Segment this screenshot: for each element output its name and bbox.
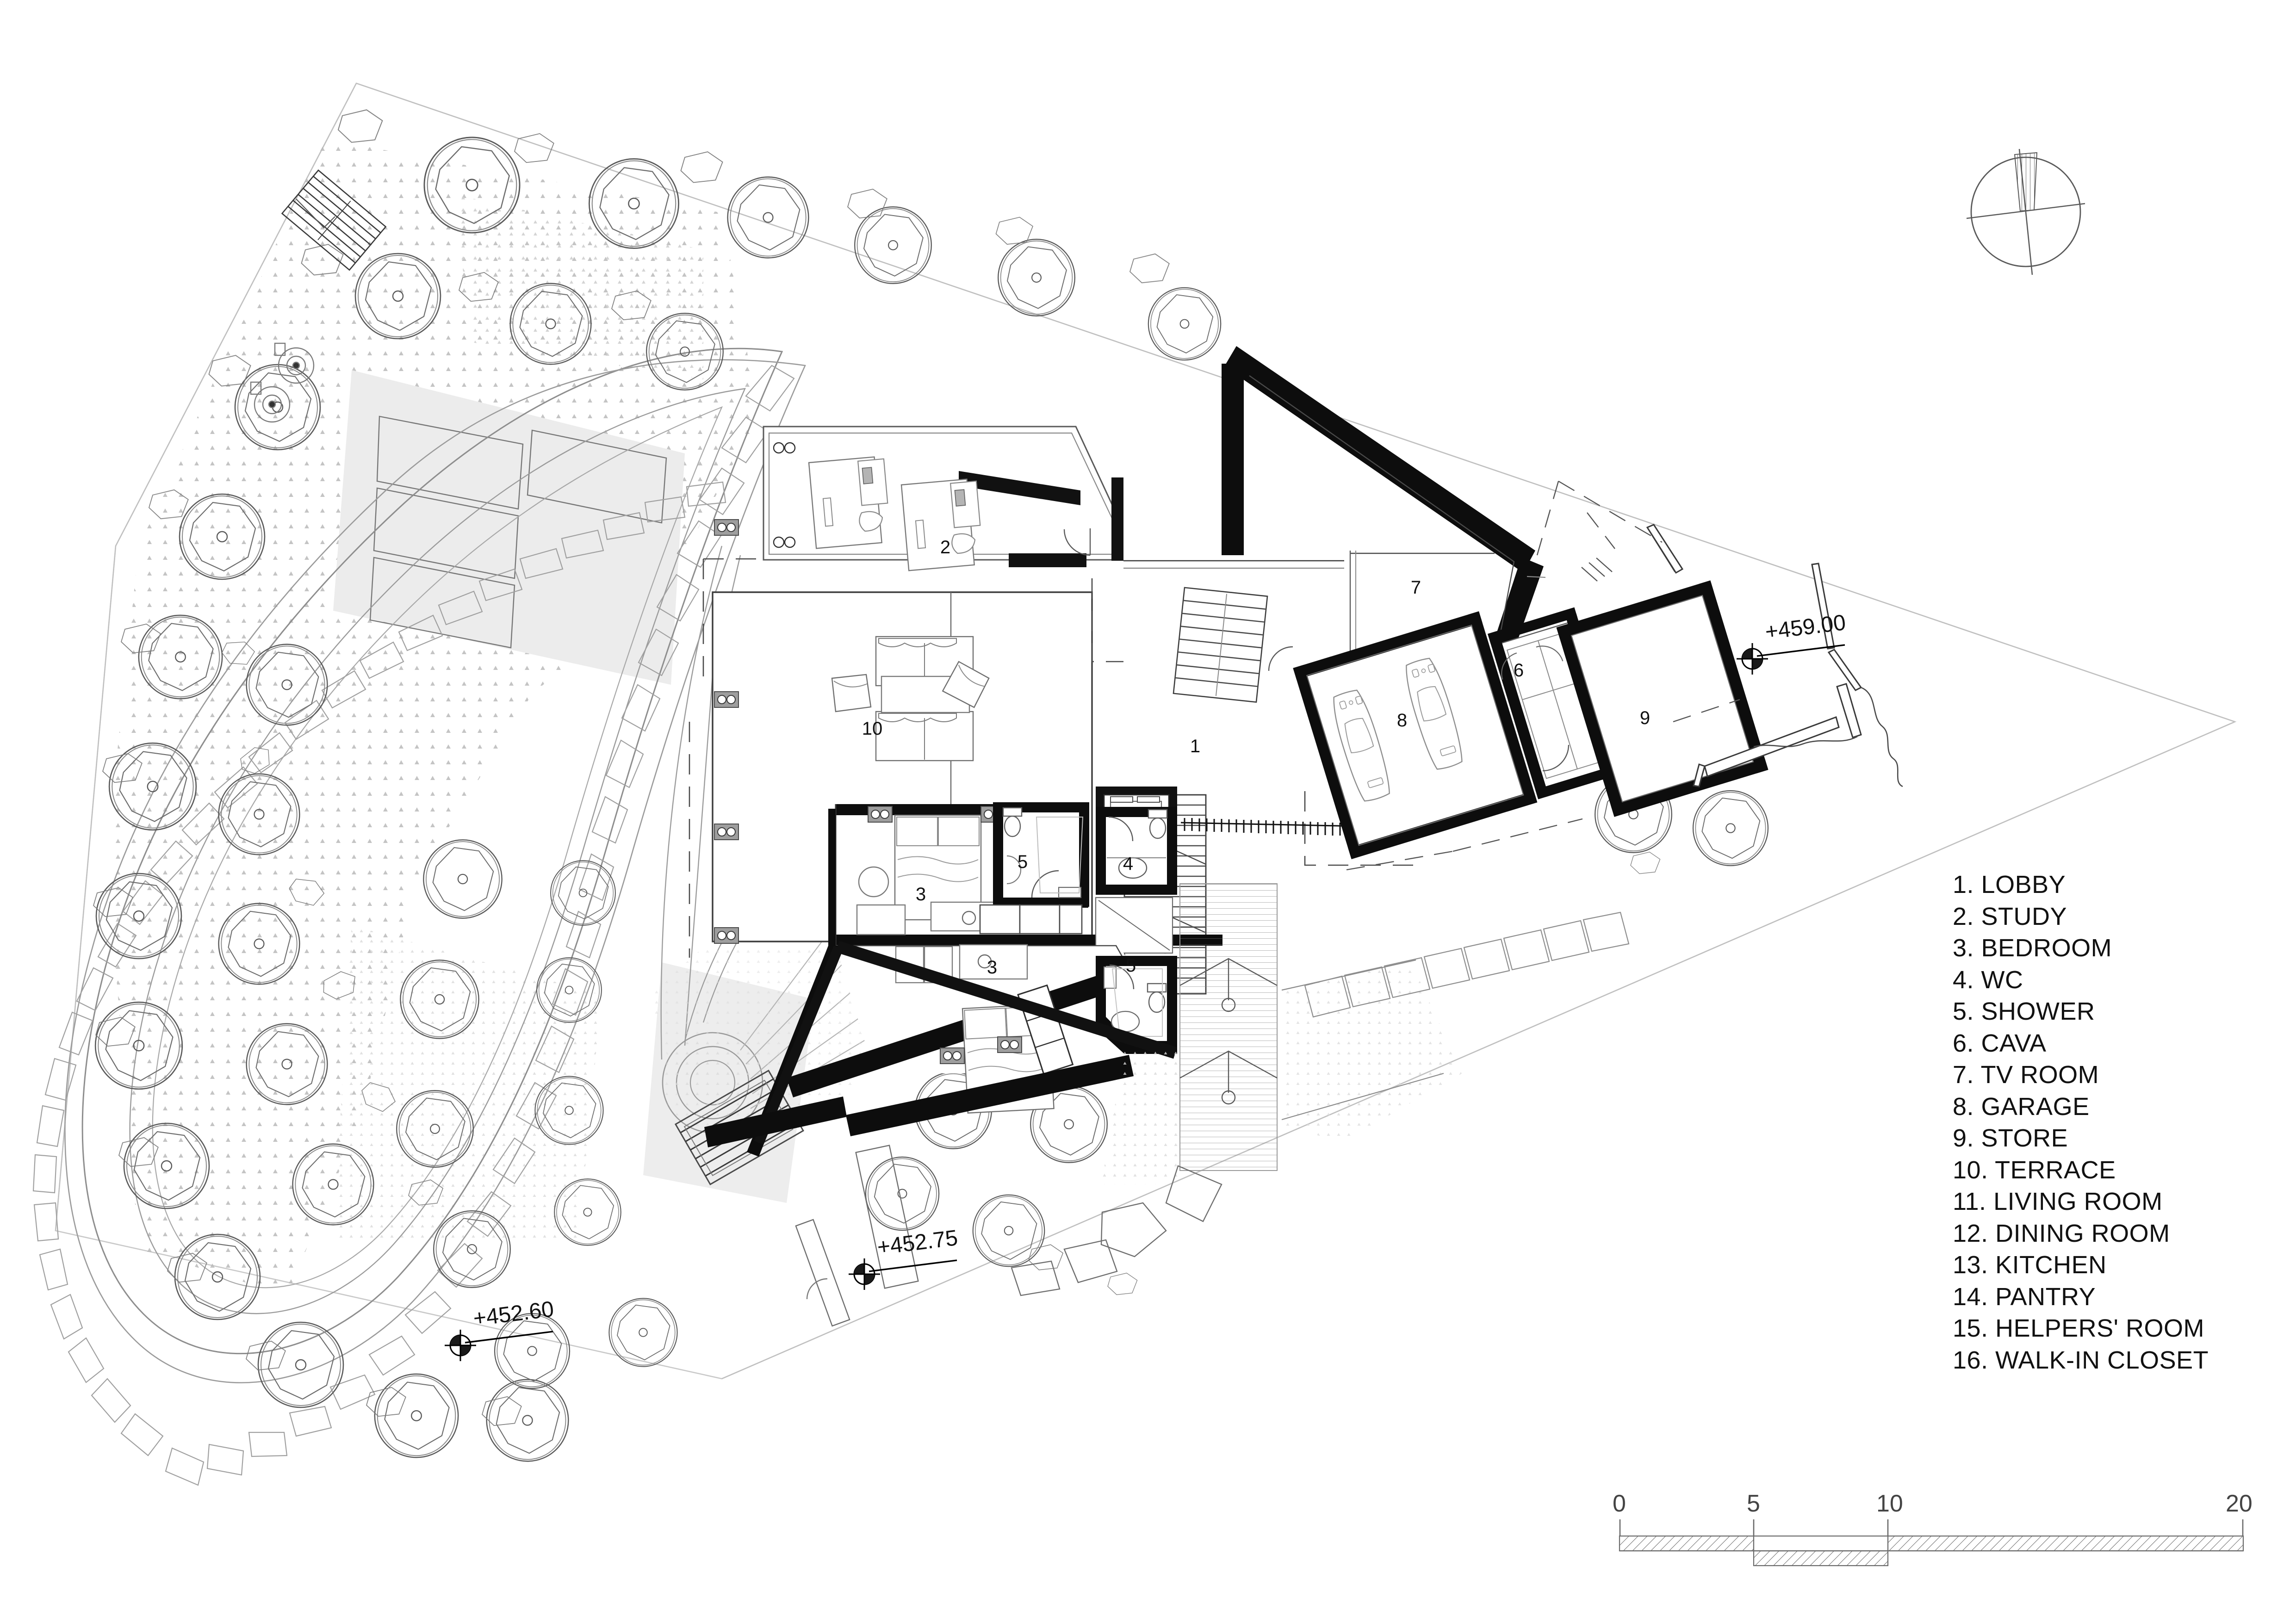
spot-level-label: +452.75 (876, 1226, 959, 1260)
legend-item: 3. BEDROOM (1953, 934, 2112, 962)
room-number-tag: 3 (916, 884, 926, 904)
grating (1180, 818, 1361, 836)
legend-item: 2. STUDY (1953, 902, 2067, 930)
legend-item: 14. PANTRY (1953, 1282, 2096, 1311)
utility-equipment (250, 342, 315, 423)
scalebar-tick-5: 5 (1747, 1490, 1760, 1517)
legend-item: 8. GARAGE (1953, 1092, 2090, 1121)
legend-item: 6. CAVA (1953, 1029, 2047, 1057)
room-number-tag: 4 (1123, 854, 1133, 874)
legend-item: 12. DINING ROOM (1953, 1219, 2170, 1247)
room-number-tag: 10 (862, 719, 883, 739)
legend-item: 15. HELPERS' ROOM (1953, 1314, 2204, 1342)
room-number-tag: 9 (1640, 708, 1650, 728)
legend: 1. LOBBY 2. STUDY 3. BEDROOM 4. WC 5. SH… (1953, 869, 2277, 1376)
legend-item: 1. LOBBY (1953, 871, 2066, 898)
legend-item: 9. STORE (1953, 1124, 2068, 1152)
room-study-2 (763, 426, 1123, 571)
room-number-tags: 2 10 1 7 6 8 9 3 3 5 4 5 (862, 537, 1650, 978)
boundary-ticks (1581, 558, 1613, 582)
legend-item: 5. SHOWER (1953, 997, 2095, 1025)
legend-item: 4. WC (1953, 966, 2023, 994)
spot-level-label: +452.60 (472, 1297, 555, 1331)
retaining-walls (1527, 524, 1903, 787)
stepping-pavers (1304, 911, 1630, 1018)
deck-paving (1101, 883, 1462, 1184)
right-setbacks (1346, 480, 1740, 871)
wing-south-wall (704, 1055, 1134, 1147)
spot-level-label: +459.00 (1764, 610, 1847, 644)
scalebar-tick-0: 0 (1613, 1490, 1626, 1517)
room-number-tag: 1 (1190, 736, 1200, 756)
lower-wing-walls (747, 804, 1177, 1157)
room-number-tag: 5 (1018, 852, 1028, 872)
scalebar-tick-10: 10 (1876, 1490, 1903, 1517)
site-boundary (55, 82, 2237, 1380)
room-number-tag: 2 (940, 537, 950, 558)
legend-item: 7. TV ROOM (1953, 1061, 2099, 1089)
spot-level-marker: +452.75 (848, 1226, 959, 1291)
room-garage-8 (1293, 611, 1538, 860)
room-number-tag: 7 (1411, 577, 1421, 598)
room-number-tag: 6 (1514, 660, 1524, 681)
built-in-closets (979, 904, 1083, 935)
legend-item: 13. KITCHEN (1953, 1251, 2107, 1279)
legend-item: 16. WALK-IN CLOSET (1953, 1346, 2209, 1374)
north-arrow (1966, 149, 2085, 275)
legend-item: 10. TERRACE (1953, 1156, 2116, 1184)
room-number-tag: 3 (987, 957, 997, 978)
yard-objects (795, 1145, 1222, 1327)
garden-stair-upper (281, 169, 387, 271)
room-store-9 (1542, 580, 1769, 817)
room-number-tag: 5 (1126, 955, 1136, 976)
scale-bar (1619, 1519, 2244, 1567)
scalebar-tick-20: 20 (2226, 1490, 2253, 1517)
room-number-tag: 8 (1397, 710, 1407, 731)
legend-item: 11. LIVING ROOM (1953, 1188, 2163, 1215)
